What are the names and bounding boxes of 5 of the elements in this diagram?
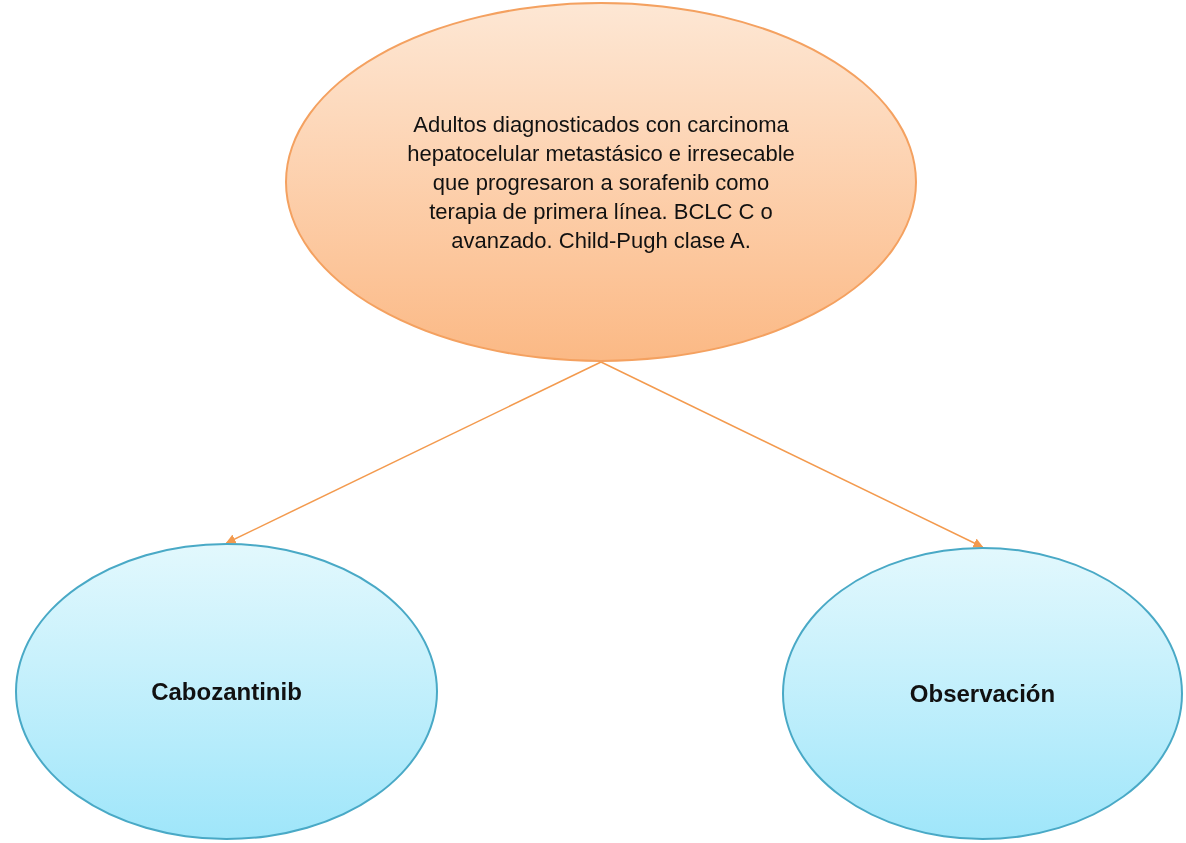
- arrow: [225, 361, 602, 544]
- node-text: Adultos diagnosticados con carcinoma hepatocelular metastásico e irresecable que progresaron a sorafenib como terapia de primera línea. BCLC C o avanzado. Child-Pugh clase A.: [406, 110, 796, 255]
- node-text: Observación: [908, 678, 1057, 709]
- node-text: Cabozantinib: [150, 676, 303, 707]
- arrow: [600, 361, 984, 548]
